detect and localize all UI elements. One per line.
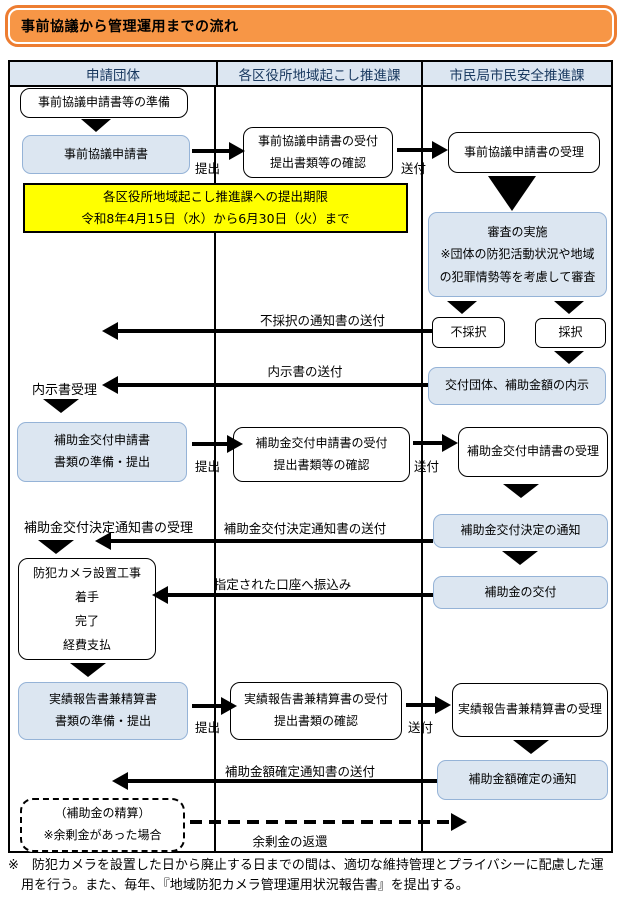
box-prep-documents: 事前協議申請書等の準備 xyxy=(20,88,188,118)
arrow-right-icon xyxy=(413,441,443,445)
arrow-down-icon xyxy=(554,301,584,314)
label-refund: 余剰金の返還 xyxy=(252,834,328,849)
label-submit-3: 提出 xyxy=(195,720,221,735)
label-send-3: 送付 xyxy=(408,720,434,735)
arrow-left-icon xyxy=(117,329,432,333)
column-header-ward: 各区役所地域起こし推進課 xyxy=(216,62,421,85)
label-amount-send: 補助金額確定通知書の送付 xyxy=(225,764,376,779)
column-header-row: 申請団体 各区役所地域起こし推進課 市民局市民安全推進課 xyxy=(8,60,613,87)
arrow-right-icon xyxy=(192,704,222,708)
label-submit-2: 提出 xyxy=(195,459,221,474)
arrow-right-icon xyxy=(397,148,433,152)
box-camera-works: 防犯カメラ設置工事 着手 完了 経費支払 xyxy=(18,558,156,660)
box-report-accept: 実績報告書兼精算書の受理 xyxy=(452,683,608,737)
box-grant-application: 補助金交付申請書 書類の準備・提出 xyxy=(17,422,187,482)
arrow-down-icon xyxy=(513,740,549,754)
box-decision-notice: 補助金交付決定の通知 xyxy=(433,514,608,548)
arrow-right-icon xyxy=(406,703,436,707)
arrow-down-icon xyxy=(38,540,74,554)
box-settlement: （補助金の精算） ※余剰金があった場合 xyxy=(20,798,185,852)
label-transfer: 指定された口座へ振込み xyxy=(213,577,352,592)
box-grant-receipt: 補助金交付申請書の受付 提出書類等の確認 xyxy=(233,427,410,482)
arrow-left-icon xyxy=(167,593,433,597)
arrow-right-icon xyxy=(192,442,228,446)
box-informal-notice: 交付団体、補助金額の内示 xyxy=(428,367,606,405)
label-send-1: 送付 xyxy=(401,161,427,176)
arrow-down-icon xyxy=(447,301,477,314)
arrow-down-icon xyxy=(488,176,536,211)
arrow-down-icon xyxy=(502,551,538,565)
box-report-prepare: 実績報告書兼精算書 書類の準備・提出 xyxy=(18,682,188,740)
title-banner-fill: 事前協議から管理運用までの流れ xyxy=(10,10,612,42)
label-naiji-send: 内示書の送付 xyxy=(267,364,343,379)
box-preliminary-form: 事前協議申請書 xyxy=(22,135,190,174)
deadline-note: 各区役所地域起こし推進課への提出期限 令和8年4月15日（水）から6月30日（火… xyxy=(23,183,408,233)
column-divider-2 xyxy=(421,60,423,853)
label-naiji-receipt: 内示書受理 xyxy=(32,383,98,398)
box-grant-payment: 補助金の交付 xyxy=(433,576,608,609)
label-send-2: 送付 xyxy=(414,459,440,474)
arrow-down-icon xyxy=(43,399,79,413)
arrow-down-icon xyxy=(81,119,111,132)
arrow-down-icon xyxy=(554,351,584,364)
column-header-city: 市民局市民安全推進課 xyxy=(421,62,611,85)
label-rejection-send: 不採択の通知書の送付 xyxy=(259,313,385,328)
arrow-left-icon xyxy=(110,539,433,543)
arrow-right-icon xyxy=(192,149,230,153)
box-report-receipt: 実績報告書兼精算書の受付 提出書類の確認 xyxy=(230,682,402,740)
column-divider-1 xyxy=(214,60,216,853)
footnote-line1: ※ 防犯カメラを設置した日から廃止する日までの間は、適切な維持管理とプライバシー… xyxy=(8,858,604,873)
title-banner: 事前協議から管理運用までの流れ xyxy=(5,5,617,47)
label-submit-1: 提出 xyxy=(195,161,221,176)
label-decision-send: 補助金交付決定通知書の送付 xyxy=(223,521,387,536)
box-grant-accept: 補助金交付申請書の受理 xyxy=(458,427,608,477)
arrow-down-icon xyxy=(503,484,539,498)
box-review: 審査の実施 ※団体の防犯活動状況や地域 の犯罪情勢等を考慮して審査 xyxy=(428,212,607,297)
box-rejected: 不採択 xyxy=(432,317,505,348)
box-amount-notice: 補助金額確定の通知 xyxy=(437,760,608,800)
box-adopted: 採択 xyxy=(535,318,606,348)
column-header-applicant: 申請団体 xyxy=(86,67,140,84)
footnote-line2: 用を行う。また、毎年、『地域防犯カメラ管理運用状況報告書』を提出する。 xyxy=(21,878,469,894)
arrow-left-icon xyxy=(117,383,428,387)
arrow-down-icon xyxy=(70,663,106,677)
dashed-arrow-right-icon xyxy=(190,820,452,824)
box-preliminary-accept: 事前協議申請書の受理 xyxy=(448,132,600,173)
label-decision-receipt: 補助金交付決定通知書の受理 xyxy=(24,521,194,536)
footnote: ※ 防犯カメラを設置した日から廃止する日までの間は、適切な維持管理とプライバシー… xyxy=(8,856,618,896)
arrow-left-icon xyxy=(127,779,437,783)
box-preliminary-receipt: 事前協議申請書の受付 提出書類等の確認 xyxy=(243,127,393,178)
page-title: 事前協議から管理運用までの流れ xyxy=(21,19,239,35)
